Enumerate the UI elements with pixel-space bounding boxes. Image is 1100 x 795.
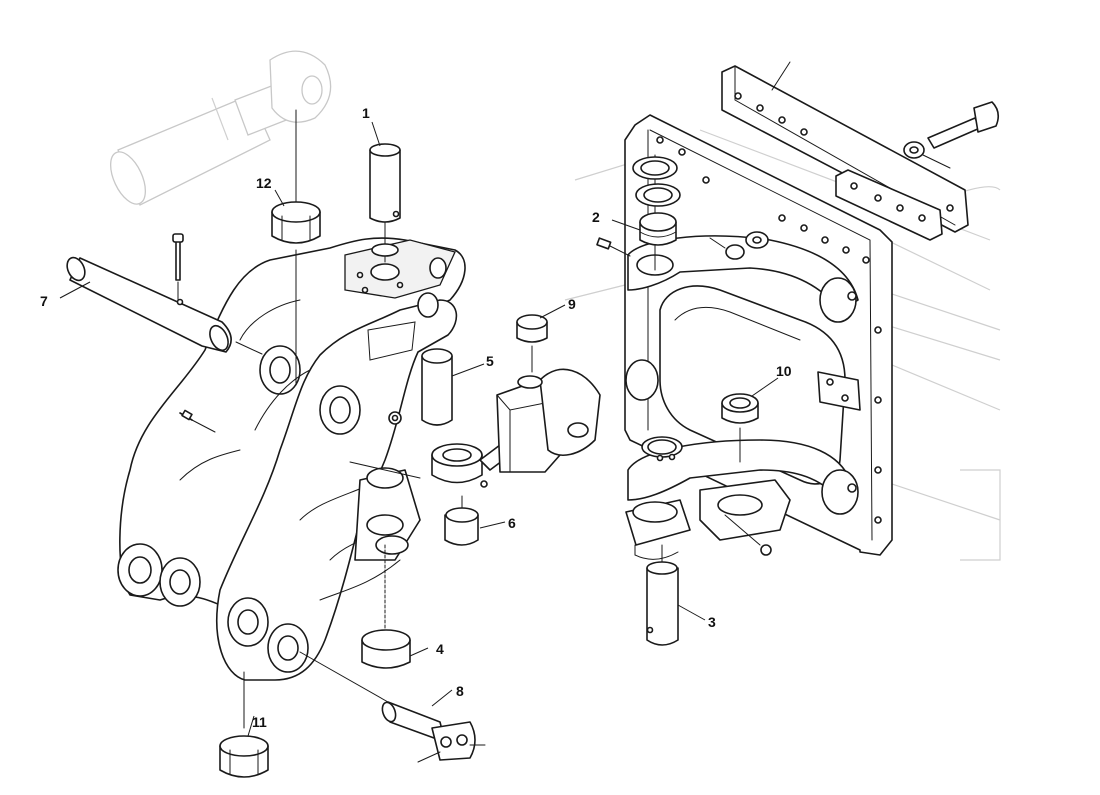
callout-1: 1 — [362, 105, 370, 121]
callout-leaders — [59, 121, 779, 737]
part-8-pin — [299, 651, 486, 763]
tie-bar-assembly — [709, 61, 1000, 260]
snap-ring — [641, 436, 683, 462]
part-5-pin — [421, 348, 453, 426]
callout-8: 8 — [456, 683, 464, 699]
boom-yoke-bracket — [117, 237, 466, 681]
callout-11: 11 — [252, 714, 267, 730]
part-4-bushing — [361, 544, 411, 669]
callout-10: 10 — [776, 363, 792, 379]
part-3-pin — [646, 544, 679, 646]
callout-4: 4 — [436, 641, 444, 657]
part-1-pin — [369, 143, 401, 263]
shaft-joint — [479, 368, 601, 473]
part-2-ring-stack — [596, 154, 681, 271]
part-10-bushing — [721, 393, 759, 463]
callout-3: 3 — [708, 614, 716, 630]
callout-12: 12 — [256, 175, 272, 191]
steering-frame-plate — [624, 114, 893, 560]
part-6-bushing — [349, 443, 488, 546]
grease-fitting-left — [179, 409, 216, 433]
part-7-long-pin — [66, 233, 263, 355]
callout-9: 9 — [568, 296, 576, 312]
callout-7: 7 — [40, 293, 48, 309]
hydraulic-cylinder-ghost — [110, 50, 332, 206]
callout-2: 2 — [592, 209, 600, 225]
part-11-bushing — [219, 671, 269, 778]
part-9-cap — [516, 314, 548, 373]
part-12-bushing — [271, 109, 321, 386]
callout-5: 5 — [486, 353, 494, 369]
callout-labels: 1 2 3 4 5 6 7 8 9 10 11 12 — [40, 105, 792, 730]
callout-6: 6 — [508, 515, 516, 531]
